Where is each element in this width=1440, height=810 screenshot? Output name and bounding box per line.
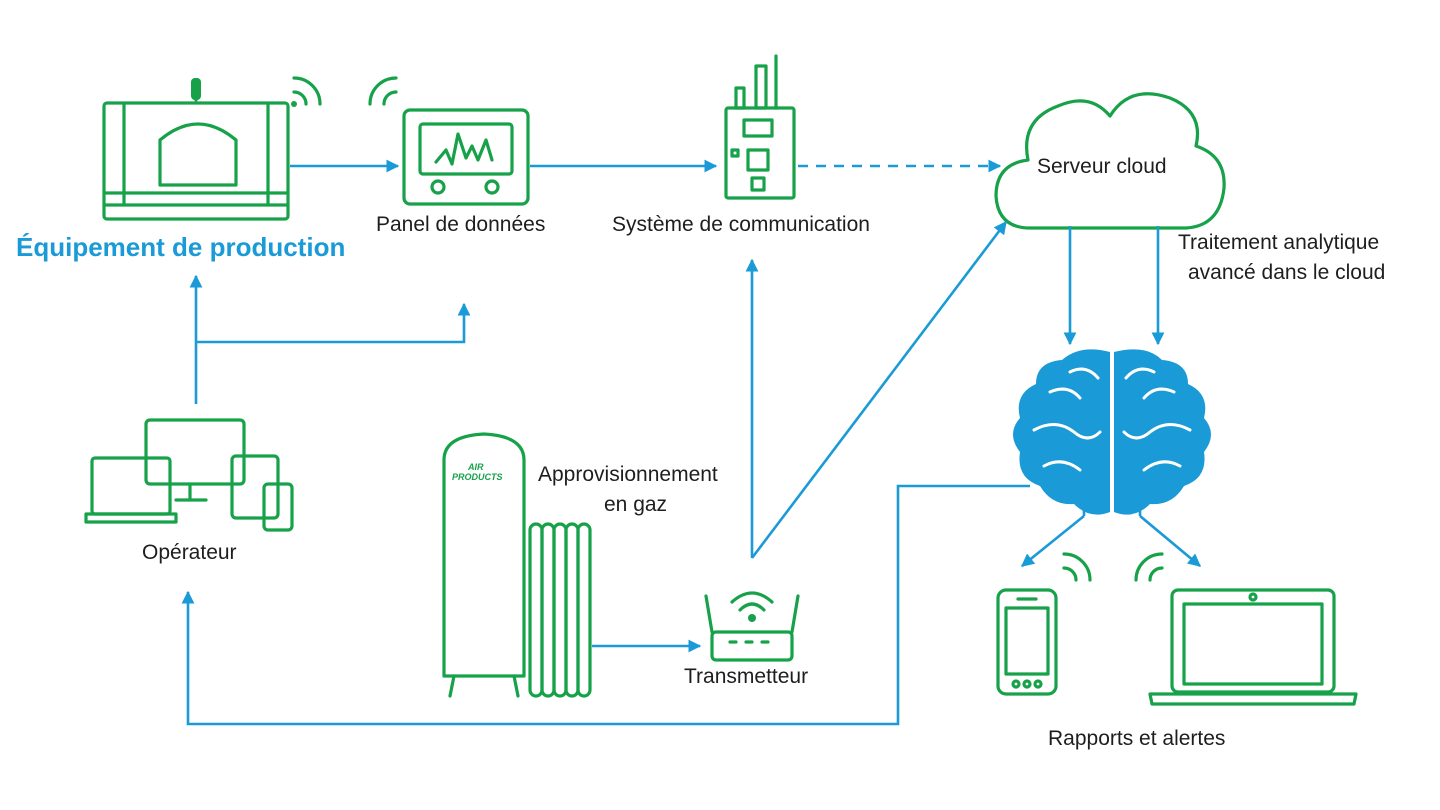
flow-arrow [1139,515,1201,567]
devices-icon [84,418,294,532]
cloud-icon [994,92,1226,230]
laptop-icon [1148,588,1358,706]
communication-system-label: Système de communication [612,213,870,236]
flow-arrow [181,484,1030,726]
data-panel-label: Panel de données [376,213,546,236]
cloud-analytics-label-line1: Traitement analytique [1178,231,1380,254]
gas-supply-label-line1: Approvisionnement [538,463,718,486]
wifi-signal-icon [291,76,322,107]
gas-supply-label-line2: en gaz [604,493,668,516]
svg-text:PRODUCTS: PRODUCTS [452,472,503,482]
flow-arrow [1020,514,1085,568]
smartphone-icon [996,588,1058,696]
brain-icon [1013,349,1211,516]
production-equipment-label: Équipement de production [16,232,346,262]
flow-arrow [750,220,1008,559]
wifi-signal-icon [1062,552,1092,582]
production-machine-icon [102,78,290,221]
wifi-signal-icon [1134,552,1164,582]
router-icon [704,591,800,662]
data-panel-icon [402,108,530,206]
transmitter-label: Transmetteur [684,665,809,688]
wifi-signal-icon [368,76,398,106]
operator-label: Opérateur [142,541,237,564]
reports-alerts-label: Rapports et alertes [1048,727,1226,750]
communication-system-icon [724,54,796,200]
cloud-analytics-label-line2: avancé dans le cloud [1188,261,1386,284]
flow-arrow [196,302,471,344]
gas-tank-icon: AIR PRODUCTS [442,432,592,698]
svg-text:AIR: AIR [467,462,484,472]
cloud-server-label: Serveur cloud [1037,155,1167,178]
